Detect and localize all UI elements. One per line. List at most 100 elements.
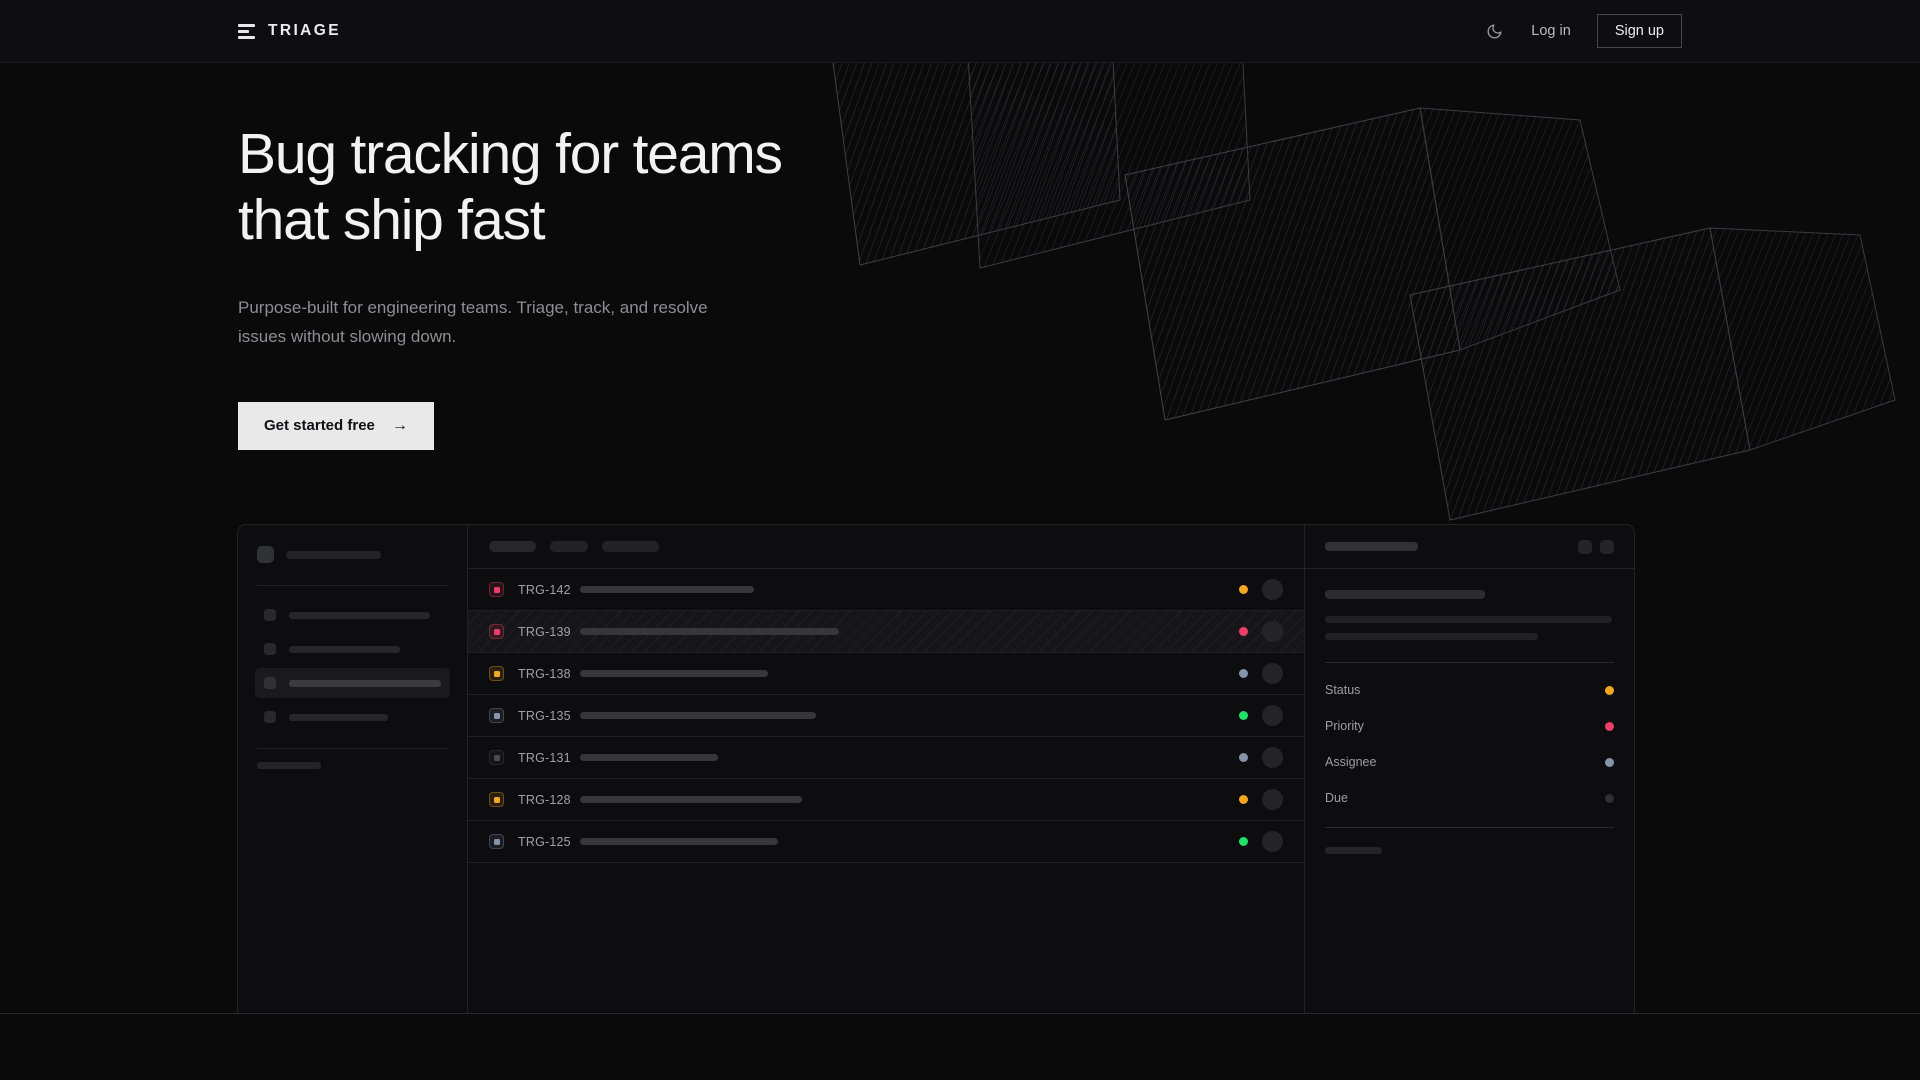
table-row[interactable]: TRG-138 <box>468 653 1304 695</box>
mock-sidebar <box>238 525 468 1014</box>
detail-action-1-button[interactable] <box>1578 539 1592 554</box>
headline-line-1: Bug tracking for teams <box>238 122 783 186</box>
row-meta <box>1239 663 1283 684</box>
status-badge <box>1239 585 1248 594</box>
hero-subtext: Purpose-built for engineering teams. Tri… <box>238 298 708 347</box>
detail-field-assignee[interactable]: Assignee <box>1325 755 1614 769</box>
cta-label: Get started free <box>264 417 375 435</box>
avatar <box>1262 789 1283 810</box>
sidebar-item-icon <box>264 677 276 689</box>
table-row[interactable]: TRG-131 <box>468 737 1304 779</box>
detail-header <box>1305 525 1634 569</box>
workspace-name-placeholder <box>286 550 381 559</box>
sidebar-mini-list <box>255 789 450 867</box>
activity-item-1 <box>1325 854 1614 877</box>
detail-title-placeholder <box>1325 542 1418 551</box>
priority-badge-icon <box>489 666 504 681</box>
sidebar-item-label <box>289 611 430 619</box>
activity-section-label <box>1325 847 1382 854</box>
detail-field-status[interactable]: Status <box>1325 683 1614 697</box>
brand-name: TRIAGE <box>268 22 341 39</box>
page-title: Bug tracking for teams that ship fast <box>238 121 878 253</box>
list-toolbar <box>468 525 1304 569</box>
login-link[interactable]: Log in <box>1531 23 1571 39</box>
status-badge <box>1239 753 1248 762</box>
row-meta <box>1239 831 1283 852</box>
issue-title-placeholder <box>580 670 768 677</box>
field-label: Priority <box>1325 719 1364 733</box>
issue-title-placeholder <box>580 754 718 761</box>
issue-id: TRG-128 <box>518 792 571 807</box>
field-value-dot <box>1605 793 1614 803</box>
sidebar-item-label <box>289 645 400 653</box>
table-row[interactable]: TRG-125 <box>468 821 1304 863</box>
activity-list <box>1325 854 1614 900</box>
issue-id: TRG-142 <box>518 582 571 597</box>
table-row[interactable]: TRG-142 <box>468 569 1304 611</box>
detail-action-2-button[interactable] <box>1600 539 1614 554</box>
get-started-button[interactable]: Get started free → <box>238 401 434 450</box>
filter-chip-2[interactable] <box>550 541 588 552</box>
detail-desc-line-2 <box>1325 633 1538 640</box>
hero-section: Bug tracking for teams that ship fast Pu… <box>0 63 1920 450</box>
avatar <box>1262 705 1283 726</box>
sidebar-item-2[interactable] <box>255 634 450 664</box>
status-badge <box>1239 795 1248 804</box>
row-meta <box>1239 747 1283 768</box>
top-navigation: TRIAGE Log in Sign up <box>0 0 1920 63</box>
sidebar-mini-item-2[interactable] <box>255 815 450 841</box>
issue-title-placeholder <box>580 586 754 593</box>
activity-item-2 <box>1325 877 1614 900</box>
sidebar-mini-item-1[interactable] <box>255 789 450 815</box>
sidebar-item-3[interactable] <box>255 668 450 698</box>
sidebar-item-icon <box>264 609 276 621</box>
sidebar-mini-item-3[interactable] <box>255 841 450 867</box>
issue-title-placeholder <box>580 628 839 635</box>
issue-id: TRG-138 <box>518 666 571 681</box>
headline-line-2: that ship fast <box>238 188 546 253</box>
filter-chip-1[interactable] <box>489 541 536 552</box>
avatar <box>1262 747 1283 768</box>
detail-divider-2 <box>1325 827 1614 828</box>
workspace-switcher[interactable] <box>255 543 450 563</box>
sidebar-item-label <box>289 679 441 687</box>
issue-title-placeholder <box>580 838 778 845</box>
filter-chip-3[interactable] <box>602 541 659 552</box>
detail-field-priority[interactable]: Priority <box>1325 719 1614 733</box>
status-badge <box>1239 711 1248 720</box>
field-value-dot <box>1605 757 1614 767</box>
moon-icon[interactable] <box>1483 20 1505 42</box>
table-row[interactable]: TRG-139 <box>468 611 1304 653</box>
issue-id: TRG-135 <box>518 708 571 723</box>
row-meta <box>1239 789 1283 810</box>
arrow-right-icon: → <box>391 416 408 434</box>
section-divider <box>0 1013 1920 1014</box>
avatar <box>1262 579 1283 600</box>
sidebar-item-icon <box>264 643 276 655</box>
priority-badge-icon <box>489 624 504 639</box>
avatar <box>1262 831 1283 852</box>
table-row[interactable]: TRG-128 <box>468 779 1304 821</box>
field-value-dot <box>1605 685 1614 695</box>
detail-field-due[interactable]: Due <box>1325 791 1614 805</box>
status-badge <box>1239 627 1248 636</box>
issue-title-placeholder <box>580 712 816 719</box>
brand-logo[interactable]: TRIAGE <box>238 22 341 40</box>
priority-badge-icon <box>489 708 504 723</box>
detail-issue-title-placeholder <box>1325 590 1485 599</box>
sidebar-nav <box>255 600 450 732</box>
sidebar-item-4[interactable] <box>255 702 450 732</box>
field-value-dot <box>1605 721 1614 731</box>
status-badge <box>1239 837 1248 846</box>
signup-button[interactable]: Sign up <box>1596 14 1682 48</box>
table-row[interactable]: TRG-135 <box>468 695 1304 737</box>
sidebar-item-1[interactable] <box>255 600 450 630</box>
sidebar-section-label <box>257 762 321 769</box>
field-label: Assignee <box>1325 755 1377 769</box>
sidebar-divider <box>257 585 448 586</box>
